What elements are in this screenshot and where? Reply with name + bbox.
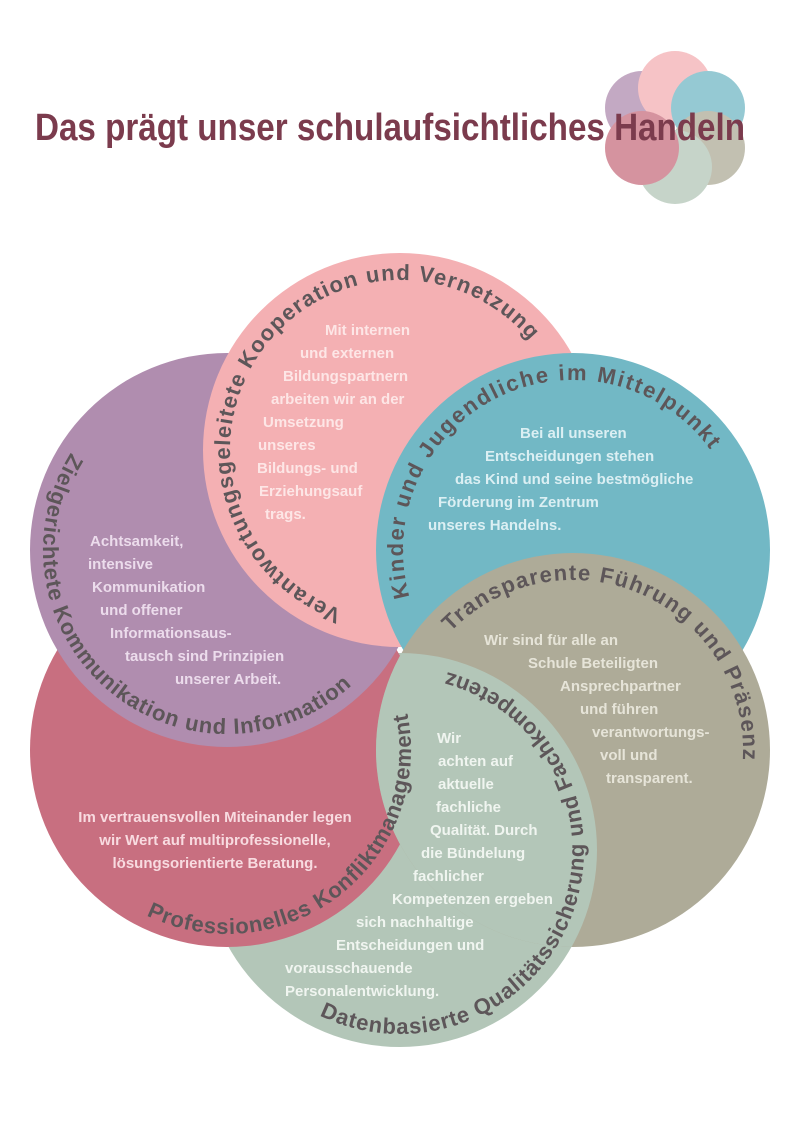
pink-body-line: arbeiten wir an der [271,391,405,408]
venn-circles [30,253,770,1047]
sage-body-line: fachliche [436,799,501,816]
pink-body-line: Mit internen [325,322,410,339]
sage-body-line: Wir [437,730,461,747]
pink-body-line: Bildungspartnern [283,368,408,385]
teal-body-line: das Kind und seine bestmögliche [455,471,693,488]
darkpink-body-line: wir Wert auf multiprofessionelle, [98,832,330,849]
sage-body-line: fachlicher [413,868,484,885]
purple-body-line: Achtsamkeit, [90,533,183,550]
sage-body-line: Kompetenzen ergeben [392,891,553,908]
pink-body-line: Bildungs- und [257,460,358,477]
taupe-body-line: Wir sind für alle an [484,632,618,649]
pink-body-line: unseres [258,437,316,454]
purple-body-line: intensive [88,556,153,573]
sage-body-line: Entscheidungen und [336,937,484,954]
purple-body-line: unserer Arbeit. [175,671,281,688]
teal-body-line: Bei all unseren [520,425,627,442]
pink-body-line: und externen [300,345,394,362]
taupe-body-line: verantwortungs- [592,724,710,741]
taupe-body-line: transparent. [606,770,693,787]
pink-body-line: Erziehungsauf [259,483,363,500]
logo-circle-darkpink [605,111,679,185]
sage-body-line: aktuelle [438,776,494,793]
page-title: Das prägt unser schulaufsichtliches Hand… [35,107,745,149]
sage-body-line: Personalentwicklung. [285,983,439,1000]
taupe-body-line: voll und [600,747,658,764]
purple-body-line: und offener [100,602,183,619]
pink-body-line: trags. [265,506,306,523]
purple-body-line: tausch sind Prinzipien [125,648,284,665]
sage-body-line: achten auf [438,753,514,770]
sage-body-line: vorausschauende [285,960,413,977]
sage-body-line: Qualität. Durch [430,822,538,839]
taupe-body-line: und führen [580,701,658,718]
pink-body-line: Umsetzung [263,414,344,431]
darkpink-body-line: lösungsorientierte Beratung. [112,855,317,872]
logo-flower-icon [605,51,745,204]
taupe-body-line: Schule Beteiligten [528,655,658,672]
purple-body-line: Informationsaus- [110,625,232,642]
darkpink-body-line: Im vertrauensvollen Miteinander legen [78,809,351,826]
teal-body-line: Förderung im Zentrum [438,494,599,511]
teal-body-line: unseres Handelns. [428,517,561,534]
sage-body-line: die Bündelung [421,845,525,862]
teal-body-line: Entscheidungen stehen [485,448,654,465]
purple-body-line: Kommunikation [92,579,205,596]
taupe-body-line: Ansprechpartner [560,678,681,695]
sage-body-line: sich nachhaltige [356,914,474,931]
